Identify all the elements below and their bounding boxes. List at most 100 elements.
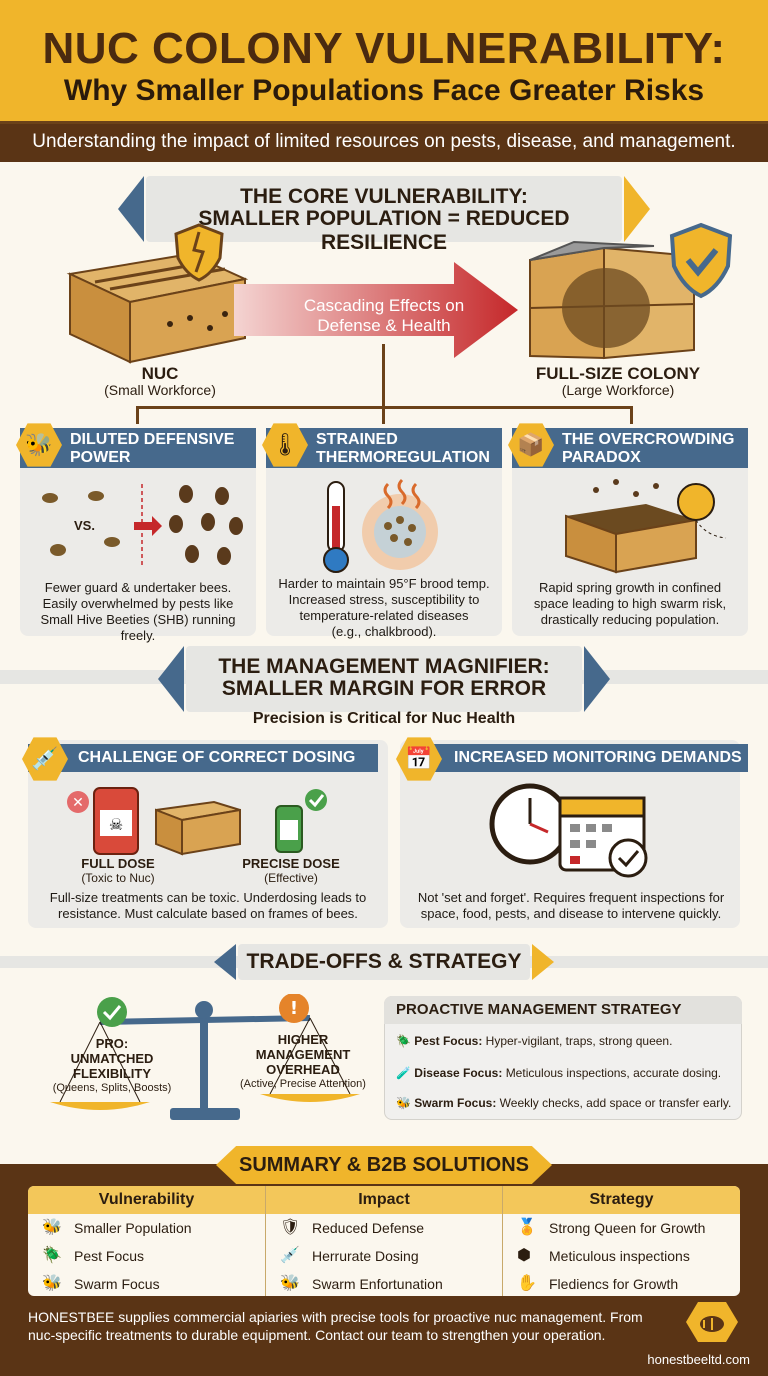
con-line: MANAGEMENT	[255, 1047, 351, 1062]
crowded-box-icon: 📦	[508, 423, 554, 467]
strategy-item-text: Meticulous inspections, accurate dosing.	[505, 1066, 722, 1080]
table-cell: Strong Queen for Growth	[549, 1220, 706, 1236]
core-banner-line2: SMALLER POPULATION = REDUCED RESILIENCE	[198, 207, 570, 254]
summary-col-header: Impact	[266, 1186, 502, 1214]
honestbee-logo-icon	[686, 1302, 738, 1342]
full-colony-sublabel: (Large Workforce)	[561, 382, 675, 398]
con-text: HIGHER MANAGEMENT OVERHEAD (Active, Prec…	[228, 1032, 378, 1092]
card-thermo-text: Harder to maintain 95°F brood temp. Incr…	[268, 576, 500, 640]
table-row: 🛡Reduced Defense	[266, 1214, 502, 1242]
full-colony-label: FULL-SIZE COLONY	[535, 364, 701, 383]
card-defensive-title1: DILUTED DEFENSIVE	[70, 431, 235, 448]
pro-line: PRO:	[95, 1036, 129, 1051]
card-thermo-title1: STRAINED	[316, 431, 398, 448]
precise-dose-label: PRECISE DOSE	[242, 856, 340, 871]
table-row: 💉 Herrurate Dosing	[266, 1242, 502, 1270]
banner-chevron-right	[532, 944, 554, 980]
strategy-item-label: Pest Focus:	[414, 1034, 483, 1048]
summary-banner	[216, 1146, 552, 1184]
beetle-icon: 🪲	[396, 1034, 411, 1048]
strategy-item-label: Disease Focus:	[414, 1066, 503, 1080]
table-row: 🪲 Pest Focus	[28, 1242, 265, 1270]
management-banner-line1: THE MANAGEMENT MAGNIFIER:	[218, 655, 550, 678]
table-cell: Herrurate Dosing	[312, 1248, 419, 1264]
tradeoffs-banner-text: TRADE-OFFS & STRATEGY	[246, 950, 522, 973]
con-line: OVERHEAD	[266, 1062, 340, 1077]
swarm-icon: 🐝	[396, 1096, 411, 1110]
table-row: 🐝 Swarm Focus	[28, 1270, 265, 1296]
swarm-icon: 🐝	[280, 1275, 300, 1292]
table-row: 🐝 Swarm Enfortunation	[266, 1270, 502, 1296]
banner-chevron-right	[584, 646, 610, 712]
connector-mid	[382, 406, 385, 424]
card-monitoring-header	[410, 744, 748, 772]
card-thermo-text-line: Harder to maintain 95°F brood temp.	[278, 576, 490, 591]
card-defensive-text-line: Fewer guard & undertaker bees.	[44, 580, 232, 595]
syringe-icon: 💉	[280, 1247, 300, 1264]
card-defensive-text-line: Small Hive Beeties (SHB) running freely.	[40, 612, 236, 643]
precise-dose-sublabel: (Effective)	[264, 871, 318, 885]
management-banner-line2: SMALLER MARGIN FOR ERROR	[221, 677, 547, 700]
strategy-title: PROACTIVE MANAGEMENT STRATEGY	[396, 1001, 682, 1018]
summary-banner-text: SUMMARY & B2B SOLUTIONS	[238, 1154, 530, 1176]
card-monitoring-text: Not 'set and forget'. Requires frequent …	[404, 890, 738, 922]
bee-icon: 🐝	[42, 1275, 62, 1292]
check-shield-icon	[669, 222, 733, 299]
strategy-item-pest: 🪲 Pest Focus: Hyper-vigilant, traps, str…	[396, 1034, 672, 1048]
core-banner	[146, 176, 622, 242]
full-dose-label: FULL DOSE	[81, 856, 155, 871]
beetle-icon: 🪲	[42, 1247, 62, 1264]
table-cell: Swarm Enfortunation	[312, 1276, 443, 1292]
card-thermo-title2: THERMOREGULATION	[316, 449, 490, 466]
strategy-header	[384, 996, 742, 1024]
bees-vs-beetles-illustration	[42, 484, 243, 568]
arrow-text-line2: Defense & Health	[317, 316, 451, 335]
medal-icon: 🏅	[517, 1219, 537, 1236]
tradeoffs-banner	[238, 944, 530, 980]
table-cell: Meticulous inspections	[549, 1248, 690, 1264]
summary-col-impact: Impact 🛡Reduced Defense 💉 Herrurate Dosin…	[265, 1186, 503, 1296]
pro-text: PRO: UNMATCHED FLEXIBILITY (Queens, Spli…	[42, 1036, 182, 1096]
card-defensive-text-line: Easily overwhelmed by pests like	[42, 596, 234, 611]
balance-scale-illustration: !	[50, 994, 360, 1120]
table-cell: Pest Focus	[74, 1248, 145, 1264]
full-colony-illustration	[529, 240, 695, 360]
broken-shield-icon	[174, 223, 224, 282]
table-row: 🏅 Strong Queen for Growth	[503, 1214, 740, 1242]
management-banner	[186, 646, 582, 712]
pro-line: UNMATCHED	[70, 1051, 154, 1066]
banner-chevron-left	[158, 646, 184, 712]
summary-col-strategy: Strategy 🏅 Strong Queen for Growth ⬢ Metic…	[503, 1186, 740, 1296]
card-overcrowding-text-line: drastically reducing population.	[540, 612, 720, 627]
bee-icon: 🐝	[42, 1219, 62, 1236]
syringe-icon: 💉	[22, 737, 68, 781]
nuc-label: NUC	[141, 364, 179, 383]
con-line: (Active, Precise Attention)	[240, 1078, 366, 1090]
strategy-item-swarm: 🐝 Swarm Focus: Weekly checks, add space …	[396, 1096, 731, 1110]
website-link[interactable]: honestbeeltd.com	[647, 1352, 750, 1367]
banner-chevron-right	[624, 176, 650, 242]
precision-subtitle: Precision is Critical for Nuc Health	[252, 710, 516, 727]
card-overcrowding-text-line: space leading to high swarm risk,	[533, 596, 727, 611]
svg-text:✕: ✕	[72, 795, 84, 811]
card-thermo-text-line: temperature-related diseases	[299, 608, 469, 623]
card-overcrowding-title2: PARADOX	[562, 449, 641, 466]
connector-right	[630, 406, 633, 424]
overcrowded-box-illustration	[565, 479, 727, 574]
card-dosing-text-line: resistance. Must calculate based on fram…	[58, 906, 358, 921]
card-thermo-text-line: Increased stress, susceptibility to	[288, 592, 480, 607]
table-row: ⬢ Meticulous inspections	[503, 1242, 740, 1270]
card-defensive-title2: POWER	[70, 449, 131, 466]
svg-text:!: !	[290, 998, 298, 1019]
banner-chevron-left	[118, 176, 144, 242]
strategy-item-disease: 🧪 Disease Focus: Meticulous inspections,…	[396, 1066, 721, 1080]
arrow-text-line1: Cascading Effects on	[303, 296, 465, 315]
thermo-cluster-illustration	[323, 478, 438, 573]
honeycomb-icon: ⬢	[517, 1247, 531, 1264]
card-overcrowding-title1: THE OVERCROWDING	[562, 431, 735, 448]
pro-line: (Queens, Splits, Boosts)	[52, 1082, 172, 1094]
table-cell: Swarm Focus	[74, 1276, 160, 1292]
summary-col-header: Strategy	[503, 1186, 740, 1214]
tagline-band	[0, 124, 768, 162]
table-cell: Smaller Population	[74, 1220, 192, 1236]
